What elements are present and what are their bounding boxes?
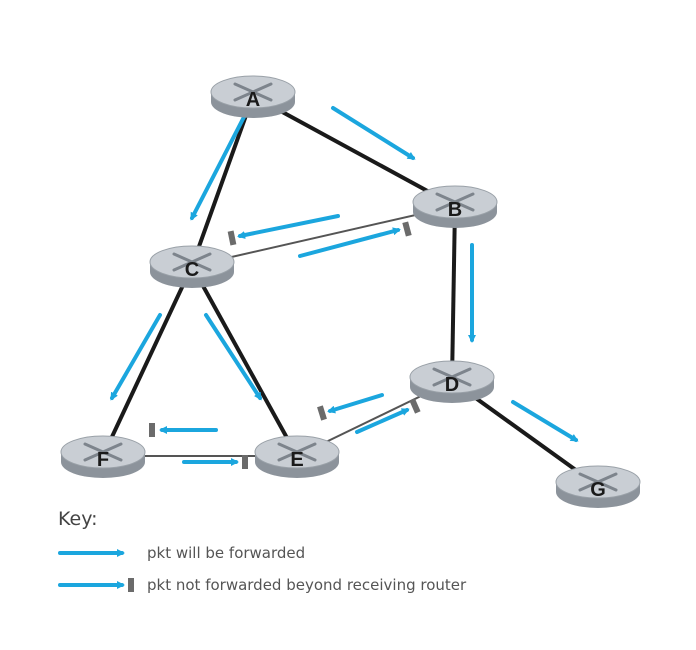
router-cross-icon [435, 192, 475, 212]
arrow-shaft [327, 393, 384, 414]
blocker-bar [317, 405, 327, 421]
packet-arrow-D-G [511, 400, 579, 442]
key-not-forwarded-arrow [58, 578, 134, 592]
packet-arrow-B-C [227, 214, 340, 246]
router-cross-icon [83, 442, 123, 462]
blocker-bar [242, 455, 248, 469]
router-label: D [445, 374, 459, 396]
arrow-shaft [110, 313, 162, 401]
packet-arrow-E-F [149, 423, 218, 437]
router-cross-icon [233, 82, 273, 102]
link-C-F [101, 265, 194, 457]
link-B-D [450, 205, 457, 382]
router-label: F [97, 449, 109, 471]
key-not-forwarded-label: pkt not forwarded beyond receiving route… [147, 576, 467, 594]
router-C: C [149, 245, 235, 288]
blocker-bar [149, 423, 155, 437]
router-D: D [409, 360, 495, 403]
key-forwarded-label: pkt will be forwarded [147, 544, 306, 562]
blocker-bar [402, 221, 412, 237]
router-B: B [412, 185, 498, 228]
router-cross-icon [578, 472, 618, 492]
arrow-shaft [204, 313, 262, 401]
link-C-E [190, 265, 299, 457]
packet-arrow-C-B [298, 221, 412, 258]
packet-arrow-A-B [331, 106, 416, 160]
router-cross-icon [432, 367, 472, 387]
arrow-shaft [237, 214, 340, 239]
blocker-bar [227, 230, 237, 246]
packet-arrow-C-F [110, 313, 162, 401]
router-A: A [210, 75, 296, 118]
packet-arrow-A-C [190, 113, 247, 221]
router-F: F [60, 435, 146, 478]
router-label: C [185, 259, 199, 281]
blocker-bar [128, 578, 134, 592]
router-label: E [290, 449, 303, 471]
key-title: Key: [58, 508, 98, 530]
arrow-shaft [298, 227, 401, 258]
arrow-shaft [355, 408, 410, 434]
link-A-C [190, 95, 255, 267]
router-cross-icon [172, 252, 212, 272]
link-A-B [252, 94, 456, 208]
link-B-C [191, 205, 456, 267]
packet-arrow-F-E [182, 455, 248, 469]
packet-arrow-D-E [317, 393, 384, 421]
router-G: G [555, 465, 641, 508]
blocker-bar [409, 398, 421, 414]
arrow-shaft [190, 113, 247, 221]
router-E: E [254, 435, 340, 478]
router-label: A [246, 89, 260, 111]
packet-arrow-E-D [355, 398, 421, 434]
router-label: G [590, 479, 606, 501]
packet-arrow-C-E [204, 313, 262, 401]
router-label: B [448, 199, 462, 221]
router-cross-icon [277, 442, 317, 462]
arrow-shaft [511, 400, 579, 442]
arrow-shaft [331, 106, 416, 160]
